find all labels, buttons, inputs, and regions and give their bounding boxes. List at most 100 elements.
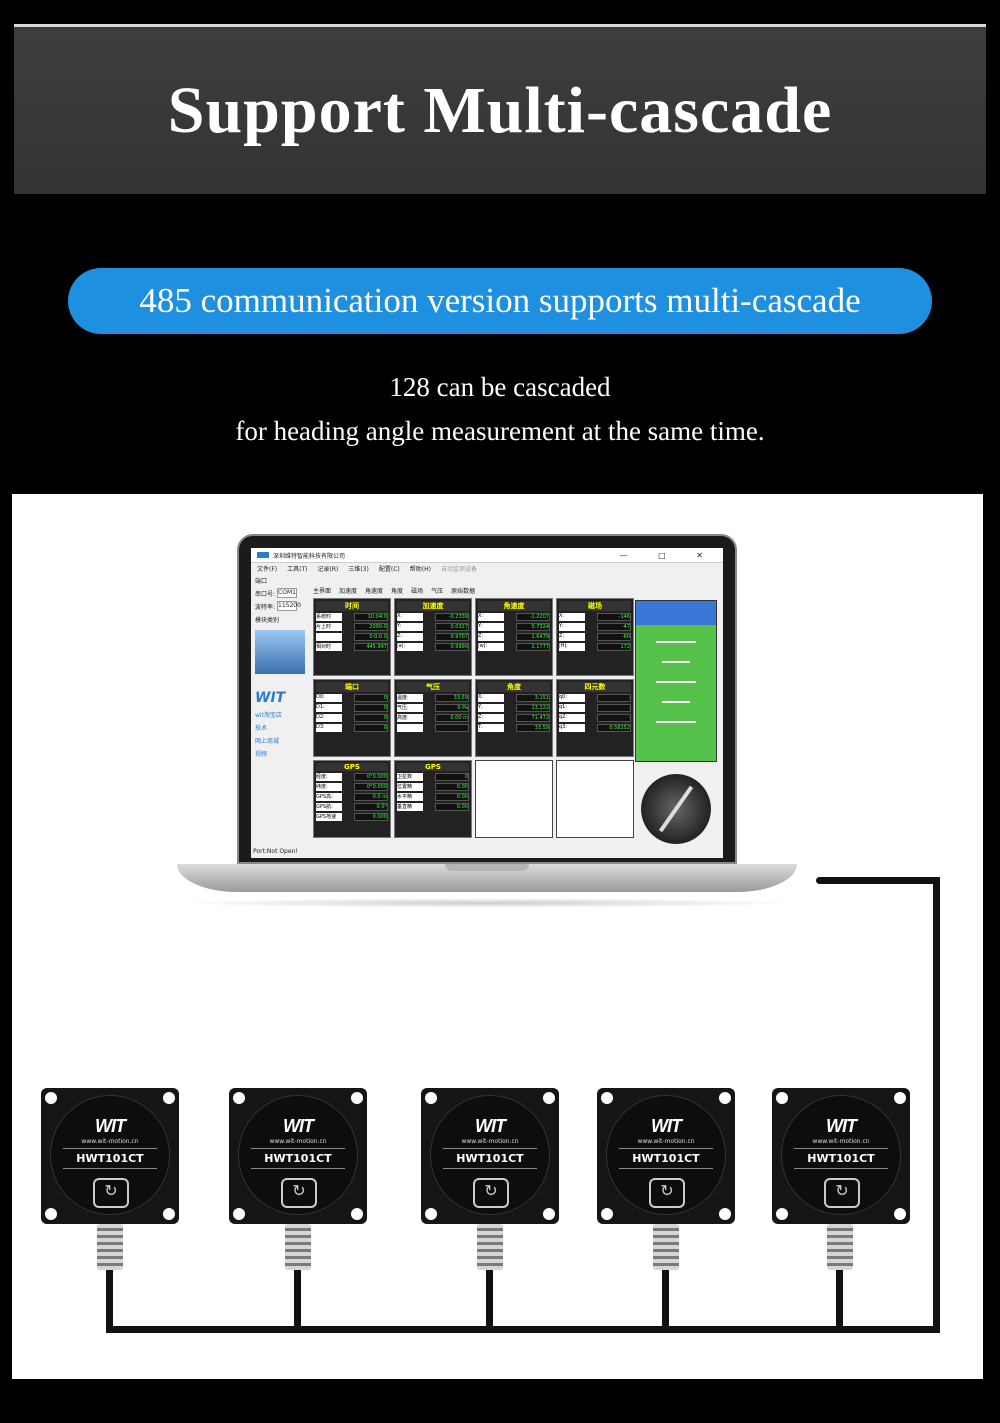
panel-row: X:-0.2339 — [397, 613, 469, 621]
row-label: 片上时 — [316, 623, 342, 631]
sensor-model: HWT101CT — [807, 1152, 875, 1165]
row-value: 0.0 m — [354, 793, 388, 801]
drop-cable-2 — [294, 1268, 301, 1330]
attitude-indicator-icon — [635, 600, 717, 762]
panel-title: GPS — [397, 763, 469, 771]
row-label: D0: — [316, 694, 342, 702]
menu-record[interactable]: 记录(R) — [317, 566, 339, 573]
row-label: q3: — [559, 724, 585, 732]
row-label: D1: — [316, 704, 342, 712]
menu-auto-detect[interactable]: 自动监测设备 — [440, 566, 477, 573]
laptop-shadow — [177, 898, 797, 908]
laptop-lid: 深圳维特智能科技有限公司 — □ ✕ 文件(F) 工具(T) 记录(R) 三维(… — [237, 534, 737, 864]
link-mall[interactable]: 网上商城 — [255, 738, 280, 745]
rotation-axis-icon: ↻ — [824, 1178, 860, 1208]
link-support[interactable]: 技术 — [255, 725, 268, 732]
link-taobao[interactable]: wit淘宝店 — [255, 712, 282, 719]
tab-gyro[interactable]: 角速度 — [365, 588, 384, 595]
panel-row: |H|: 172 — [559, 643, 631, 651]
tab-accel[interactable]: 加速度 — [339, 588, 358, 595]
row-label: 位置精 — [397, 783, 423, 791]
tab-angle[interactable]: 角度 — [391, 588, 404, 595]
row-value — [435, 724, 469, 732]
cable-gland — [477, 1224, 503, 1270]
menu-help[interactable]: 帮助(H) — [409, 566, 431, 573]
com-select[interactable]: COM1 — [277, 588, 298, 598]
panel-row: 高度:0.00 m — [397, 714, 469, 722]
drop-cable-3 — [486, 1268, 493, 1330]
row-label: q1: — [559, 704, 585, 712]
window-controls[interactable]: — □ ✕ — [619, 550, 717, 560]
panel-row: |w|:2.1777 — [478, 643, 550, 651]
row-label: Y: — [559, 623, 585, 631]
menu-tools[interactable]: 工具(T) — [287, 566, 308, 573]
row-value: 0.7324 — [516, 623, 550, 631]
tab-pressure[interactable]: 气压 — [431, 588, 444, 595]
row-label: X: — [478, 694, 504, 702]
sensor-model: HWT101CT — [264, 1152, 332, 1165]
row-value: - — [597, 694, 631, 702]
menu-file[interactable]: 文件(F) — [257, 566, 278, 573]
row-value: 10:04:0 — [354, 613, 388, 621]
panel-row: Y:13.222 — [478, 704, 550, 712]
row-value: 2000-0 — [354, 623, 388, 631]
cable-gland — [653, 1224, 679, 1270]
subtitle-line-2: for heading angle measurement at the sam… — [235, 416, 765, 446]
empty-panel — [475, 760, 553, 838]
row-label: 气压: — [397, 704, 423, 712]
tab-main[interactable]: 主界面 — [313, 588, 332, 595]
sensor-model: HWT101CT — [456, 1152, 524, 1165]
panel-title: 时间 — [316, 601, 388, 611]
menu-3d[interactable]: 三维(3) — [348, 566, 369, 573]
row-value: 1.6479 — [516, 633, 550, 641]
row-value: -47 — [597, 623, 631, 631]
panel-title: GPS — [316, 763, 388, 771]
wit-brand-logo: WIT — [255, 690, 286, 706]
panel-row: q2:- — [559, 714, 631, 722]
row-value: - — [597, 704, 631, 712]
baud-select[interactable]: 115200 — [277, 601, 301, 611]
row-label: 经度: — [316, 773, 342, 781]
row-value: -1.2207 — [516, 613, 550, 621]
row-label: 高度: — [397, 714, 423, 722]
panel-row: D1:0 — [316, 704, 388, 712]
row-label: |a|: — [397, 643, 423, 651]
row-label: T: — [478, 724, 504, 732]
row-label — [316, 633, 342, 641]
tab-raw[interactable]: 原始数据 — [451, 588, 476, 595]
menu-config[interactable]: 配置(C) — [378, 566, 400, 573]
row-value: -0.2339 — [435, 613, 469, 621]
laptop-screen: 深圳维特智能科技有限公司 — □ ✕ 文件(F) 工具(T) 记录(R) 三维(… — [251, 548, 723, 858]
com-row: 串口号:COM1 — [255, 588, 298, 598]
panel-title: 角度 — [478, 682, 550, 692]
tab-mag[interactable]: 磁场 — [411, 588, 424, 595]
row-value: 172 — [597, 643, 631, 651]
page-title: Support Multi-cascade — [167, 73, 833, 147]
window-title: 深圳维特智能科技有限公司 — [273, 552, 346, 560]
panel-row: X:-146 — [559, 613, 631, 621]
link-video[interactable]: 视频 — [255, 751, 268, 758]
panel-title: 角速度 — [478, 601, 550, 611]
feature-pill: 485 communication version supports multi… — [68, 268, 932, 334]
row-label: X: — [559, 613, 585, 621]
panel-row: q0:- — [559, 694, 631, 702]
row-label: Z: — [397, 633, 423, 641]
header-banner: Support Multi-cascade — [14, 24, 986, 194]
subtitle-line-1: 128 can be cascaded — [389, 372, 611, 402]
row-label: |H|: — [559, 643, 585, 651]
row-label: D2: — [316, 714, 342, 722]
panel-row: |a|:0.9990 — [397, 643, 469, 651]
port-label: 端口 — [255, 577, 268, 585]
tab-bar: 主界面 加速度 角速度 角度 磁场 气压 原始数据 — [313, 586, 475, 595]
